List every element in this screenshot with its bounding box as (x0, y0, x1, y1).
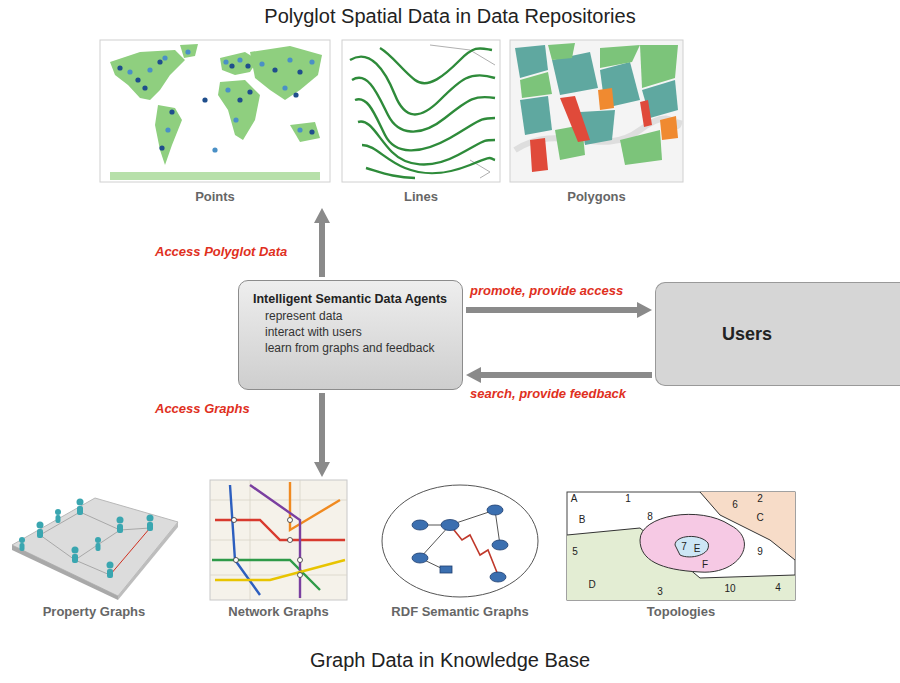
topology-figure (567, 492, 795, 600)
edge-label: promote, provide access (470, 283, 623, 298)
region-label: 4 (775, 582, 781, 594)
region-label: 1 (625, 493, 631, 505)
edge-label: search, provide feedback (470, 386, 626, 401)
edge-label: Access Graphs (155, 401, 250, 416)
node-heading: Users (722, 324, 772, 345)
rdf-graphs-panel: RDF Semantic Graphs (380, 482, 540, 620)
region-label: E (694, 543, 701, 555)
node-body-line: represent data (253, 308, 342, 324)
node-heading: Intelligent Semantic Data Agents (253, 291, 447, 308)
region-label: A (571, 493, 578, 505)
points-panel: Points (100, 40, 330, 205)
edge-label: Access Polyglot Data (155, 244, 287, 259)
property-graphs-panel: Property Graphs (8, 478, 180, 620)
transit-map-figure (210, 480, 347, 600)
node-heading: Property Graphs (43, 604, 146, 620)
network-graphs-panel: Network Graphs (210, 480, 347, 620)
flow-arrow (319, 223, 325, 277)
diagram-title: Polyglot Spatial Data in Data Repositori… (0, 5, 900, 28)
node-body-line: learn from graphs and feedback (253, 340, 434, 356)
agent-box: Intelligent Semantic Data Agentsrepresen… (238, 280, 463, 390)
rdf-network-figure (382, 485, 538, 597)
flow-arrow (466, 307, 637, 313)
diagram-caption: Graph Data in Knowledge Base (0, 649, 900, 672)
region-label: 7 (681, 541, 687, 553)
region-label: B (579, 514, 586, 526)
polygon-map-figure (510, 40, 683, 182)
region-label: 9 (757, 546, 763, 558)
node-heading: Lines (404, 189, 438, 205)
region-label: D (588, 579, 595, 591)
node-heading: Topologies (647, 604, 715, 620)
node-body-line: interact with users (253, 324, 362, 340)
region-label: 6 (732, 499, 738, 511)
flow-arrow (481, 372, 652, 378)
flow-arrow (319, 393, 325, 462)
lines-panel: Lines (342, 40, 500, 205)
polygons-panel: Polygons (510, 40, 683, 205)
world-map-figure (100, 40, 330, 182)
region-label: 5 (572, 546, 578, 558)
property-graph-figure (12, 498, 178, 600)
node-heading: Network Graphs (228, 604, 328, 620)
node-heading: RDF Semantic Graphs (391, 604, 528, 620)
region-label: 2 (757, 493, 763, 505)
region-label: 3 (657, 586, 663, 598)
region-label: 10 (724, 583, 735, 595)
contour-map-figure (342, 40, 500, 182)
node-heading: Points (195, 189, 235, 205)
region-label: C (756, 512, 763, 524)
node-heading: Polygons (567, 189, 626, 205)
region-label: 8 (647, 511, 653, 523)
users-box: Users (655, 282, 900, 386)
region-label: F (702, 559, 708, 571)
